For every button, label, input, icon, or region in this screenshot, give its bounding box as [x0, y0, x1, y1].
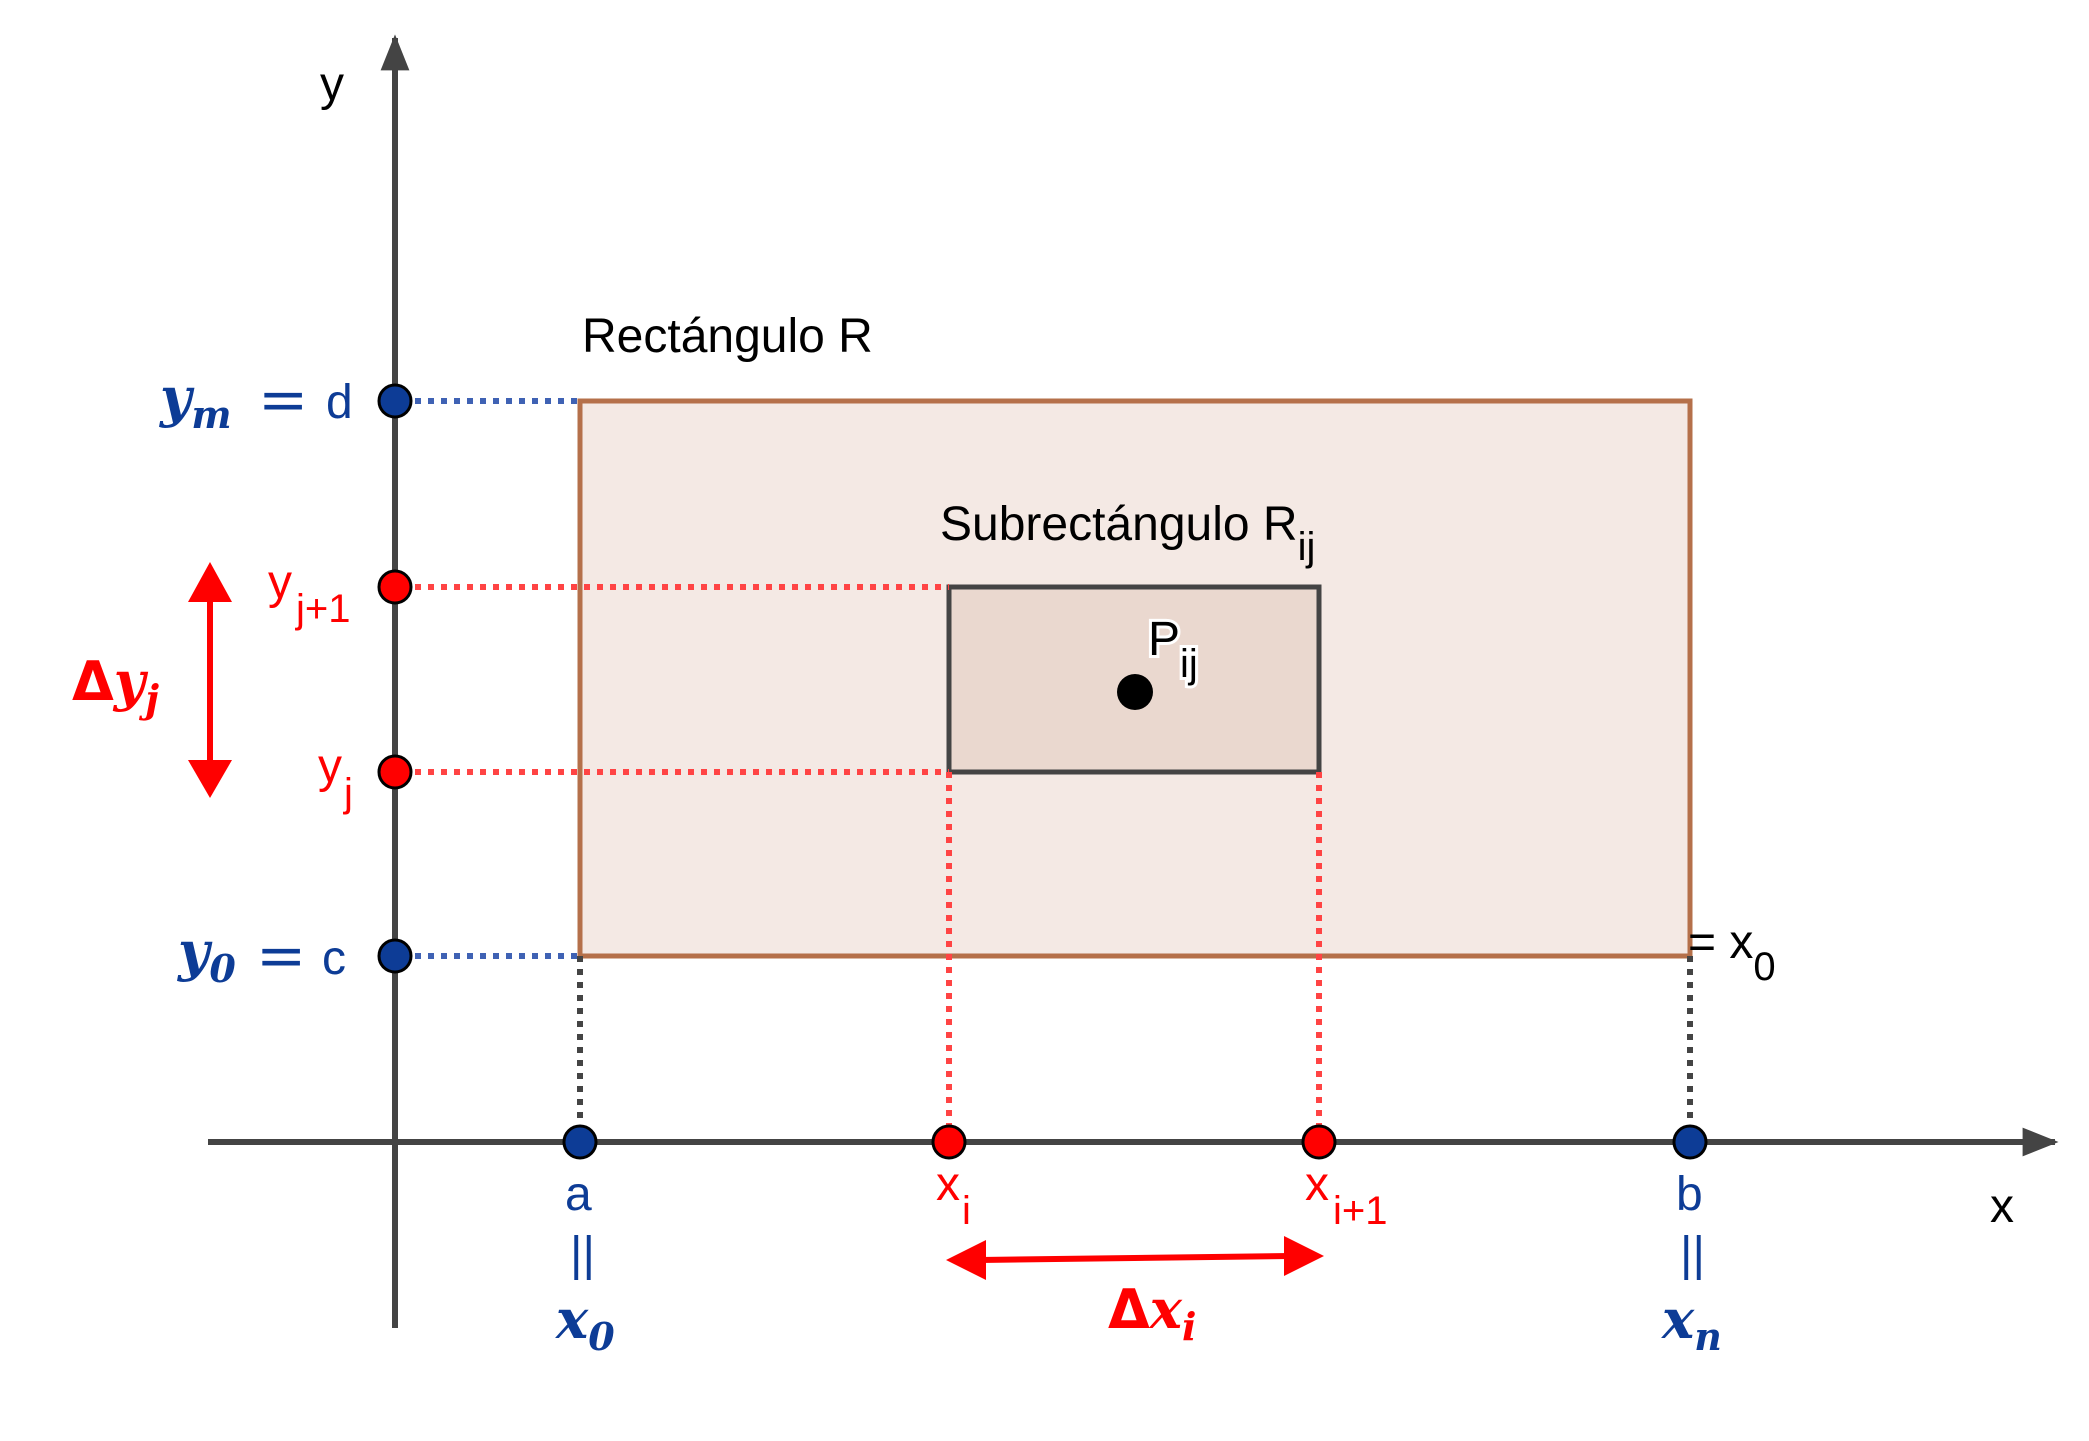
point-y0-c: [377, 938, 413, 974]
point-pij-label-main: P: [1148, 613, 1180, 666]
delta-x-arrow-head-right: [1284, 1236, 1324, 1276]
delta-y-arrow-head-down: [188, 760, 232, 798]
point-pij-label-sub: ij: [1180, 642, 1198, 686]
point-pij-label: Pij: [1148, 613, 1198, 686]
label-yj-sub: j: [343, 771, 353, 815]
y-axis-label: y: [320, 58, 344, 111]
guide-lines: [402, 398, 1693, 1130]
label-a: a: [565, 1168, 592, 1221]
stray-label-sub: 0: [1753, 945, 1775, 989]
label-b: b: [1676, 1168, 1703, 1221]
label-y0-var: y: [177, 919, 213, 983]
label-xi-sub: i: [962, 1189, 971, 1233]
subrectangle-title-main: Subrectángulo R: [940, 498, 1298, 551]
rectangle-title: Rectángulo R: [582, 310, 873, 363]
label-ym: ym: [159, 365, 232, 437]
subrectangle-title: Subrectángulo Rij: [940, 498, 1315, 569]
label-b-bar: ||: [1680, 1228, 1705, 1281]
label-delta-x-symbol: Δ: [1108, 1278, 1150, 1341]
label-x0-sub: 0: [588, 1314, 615, 1359]
label-ym-var: y: [159, 365, 195, 429]
label-y0-val: c: [322, 932, 346, 985]
label-xi1-var: x: [1305, 1158, 1329, 1211]
label-xi-var: x: [936, 1158, 960, 1211]
label-xi1-sub: i+1: [1333, 1189, 1388, 1233]
label-delta-x: Δxi: [1108, 1277, 1196, 1349]
label-yj1-sub: j+1: [295, 587, 351, 631]
delta-x-arrow-head-left: [946, 1240, 986, 1280]
label-a-bar: ||: [570, 1228, 595, 1281]
label-y0-eq: =: [256, 921, 306, 991]
label-x0-var: x: [555, 1287, 589, 1351]
label-y0: y0: [177, 919, 236, 991]
label-yj-var: y: [318, 740, 342, 793]
delta-y-arrow: [188, 562, 232, 798]
point-yj1: [377, 569, 413, 605]
label-yj1-var: y: [268, 556, 292, 609]
delta-y-arrow-head-up: [188, 562, 232, 602]
point-pij: [1117, 674, 1153, 710]
point-b: [1672, 1124, 1708, 1160]
label-xn-var: x: [1661, 1287, 1695, 1351]
x-axis-label: x: [1990, 1180, 2014, 1233]
delta-x-arrow-shaft: [979, 1253, 1291, 1263]
stray-label-x0: = x0: [1688, 916, 1776, 989]
label-ym-eq: =: [258, 365, 308, 435]
label-y0-sub: 0: [209, 946, 236, 991]
label-xi: xi: [936, 1158, 971, 1233]
label-delta-y: Δyj: [72, 649, 159, 721]
label-delta-y-symbol: Δ: [72, 650, 114, 713]
label-delta-x-var: x: [1149, 1277, 1183, 1341]
label-yj: yj: [318, 740, 353, 815]
label-xn: xn: [1661, 1287, 1722, 1359]
point-xi: [931, 1124, 967, 1160]
point-xi1: [1301, 1124, 1337, 1160]
label-delta-x-sub: i: [1182, 1304, 1196, 1349]
delta-x-arrow: [946, 1236, 1324, 1280]
label-xn-sub: n: [1694, 1314, 1722, 1359]
label-ym-sub: m: [191, 392, 231, 437]
point-a: [562, 1124, 598, 1160]
label-delta-y-var: y: [113, 649, 149, 713]
subrectangle-title-sub: ij: [1298, 525, 1316, 569]
stray-label-text: = x: [1688, 916, 1753, 969]
point-ym-d: [377, 383, 413, 419]
label-ym-val: d: [326, 376, 353, 429]
label-x0: x0: [555, 1287, 615, 1359]
point-yj: [377, 754, 413, 790]
